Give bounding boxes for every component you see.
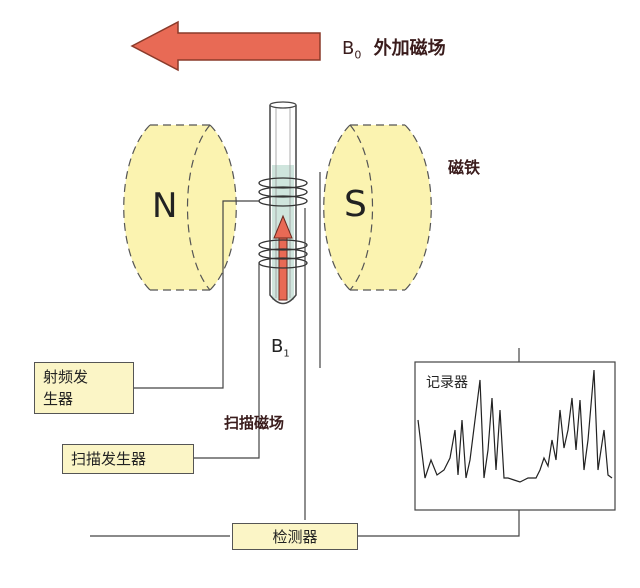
rf-generator-line1: 射频发 <box>43 368 89 386</box>
magnet-label: 磁铁 <box>448 158 481 177</box>
b0-symbol: B <box>342 38 355 59</box>
b1-subscript: 1 <box>283 348 290 360</box>
external-field-label: B0 外加磁场 <box>342 34 446 62</box>
south-pole-label: S <box>344 184 367 225</box>
spectrum-trace <box>417 369 613 483</box>
detector-box: 检测器 <box>232 523 358 550</box>
rf-generator-line2: 生器 <box>43 390 74 408</box>
north-magnet <box>123 124 237 291</box>
b0-subscript: 0 <box>354 48 362 62</box>
b1-symbol: B <box>271 336 284 357</box>
connection-lines <box>90 172 520 537</box>
recorder-label: 记录器 <box>426 375 468 391</box>
rf-generator-box: 射频发 生器 <box>34 362 134 414</box>
sweep-generator-box: 扫描发生器 <box>62 444 194 474</box>
north-pole-label: N <box>152 186 178 226</box>
left-arrow-icon <box>130 20 321 72</box>
external-field-text: 外加磁场 <box>373 38 446 59</box>
sweep-field-label: 扫描磁场 <box>224 414 285 432</box>
south-magnet <box>323 124 432 291</box>
b1-label: B1 <box>271 336 290 360</box>
